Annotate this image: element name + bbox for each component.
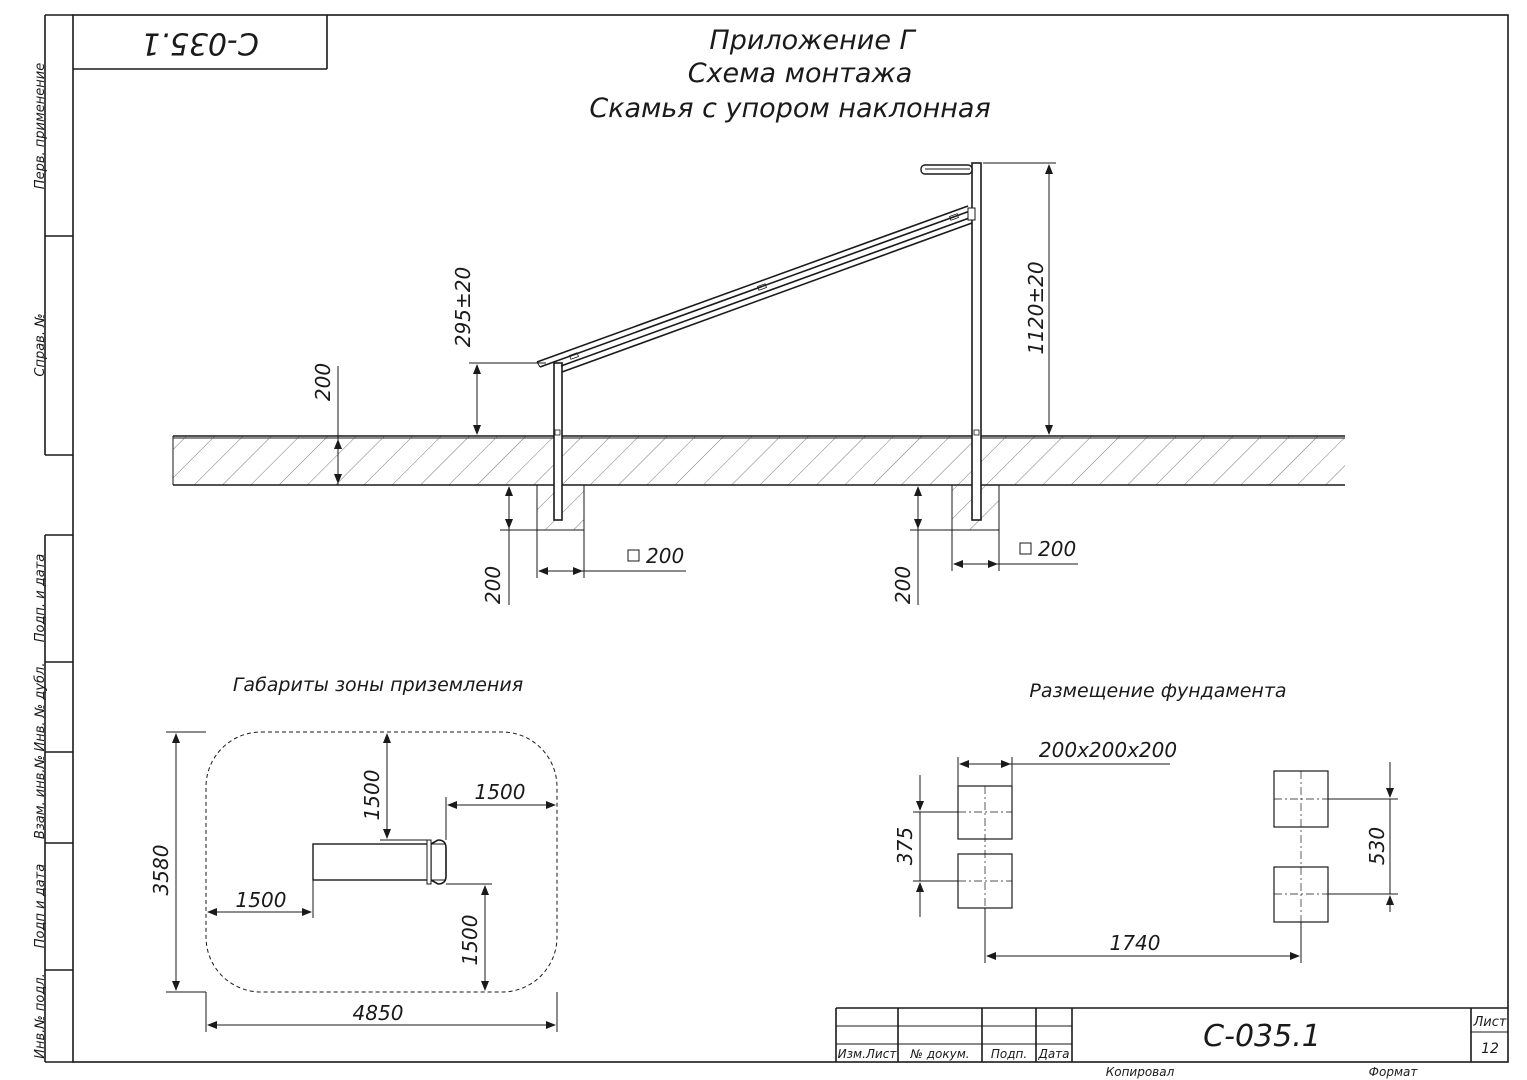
tb-doc-code: С-035.1 [1203, 1019, 1321, 1054]
elevation-view: 295±20 1120±20 200 200 200 200 200 [172, 162, 1345, 605]
dim-foundation-right: 530 [1365, 827, 1389, 865]
side-stamp-sprav: Справ. № [33, 313, 48, 376]
dim-zone-height: 3580 [149, 845, 173, 896]
dim-depth-left: 200 [481, 566, 505, 604]
dim-top-height: 1120±20 [1024, 261, 1048, 354]
side-stamp: Перв. применение Справ. № Подп. и дата И… [33, 63, 48, 1059]
tb-col-izm-list: Изм.Лист [838, 1047, 898, 1061]
dim-zone-bottom: 1500 [458, 915, 482, 966]
inclined-seat [536, 205, 976, 373]
landing-zone-outline [205, 731, 558, 993]
tb-sheet-number: 12 [1481, 1041, 1499, 1057]
dim-zone-right: 1500 [475, 780, 526, 804]
tb-format: Формат [1369, 1065, 1419, 1079]
side-stamp-inv-dubl: Инв. № дубл. [33, 663, 48, 752]
side-stamp-inv-podl: Инв.№ подл. [33, 973, 48, 1059]
title-line-2: Схема монтажа [688, 58, 913, 89]
foundation-title: Размещение фундамента [1029, 680, 1286, 702]
dim-foundation-left: 375 [893, 827, 917, 865]
tb-copied: Копировал [1106, 1065, 1175, 1079]
dim-zone-top: 1500 [360, 770, 384, 821]
front-post [553, 362, 563, 521]
side-stamp-podp-data-2: Подп и дата [33, 864, 48, 948]
dim-zone-width: 4850 [353, 1001, 404, 1025]
doc-code-rotated: С-035.1 [141, 26, 259, 61]
title-line-3: Скамья с упором наклонная [589, 93, 990, 124]
landing-zone-title: Габариты зоны приземления [233, 674, 523, 696]
code-box-top: С-035.1 [73, 15, 328, 70]
side-stamp-perv: Перв. применение [33, 63, 48, 189]
tb-col-podp: Подп. [991, 1047, 1027, 1061]
dim-pit-right: 200 [1038, 537, 1076, 561]
tb-col-doc-no: № докум. [909, 1047, 969, 1061]
dim-foundation-distance: 1740 [1110, 931, 1161, 955]
dim-depth-right: 200 [891, 566, 915, 604]
rear-post [971, 162, 982, 521]
dim-zone-left: 1500 [236, 888, 287, 912]
foundation-layout: Размещение фундамента 200x200x200 375 [893, 680, 1398, 963]
dim-soil: 200 [311, 363, 335, 401]
foundation-block-size: 200x200x200 [1039, 738, 1177, 762]
dim-seat-height: 295±20 [451, 267, 475, 347]
dim-pit-left: 200 [646, 544, 684, 568]
tb-col-data: Дата [1037, 1047, 1069, 1061]
soil-hatch [173, 436, 1345, 485]
drawing-title: Приложение Г Схема монтажа Скамья с упор… [589, 25, 990, 124]
sheet-frame [44, 14, 1509, 1063]
tb-sheet-label: Лист [1473, 1015, 1507, 1030]
landing-zone-plan: Габариты зоны приземления 3580 4850 1500… [149, 674, 558, 1032]
title-block: Изм.Лист № докум. Подп. Дата С-035.1 Лис… [835, 1007, 1508, 1079]
bench-plan [312, 843, 432, 881]
title-line-1: Приложение Г [709, 25, 916, 56]
side-stamp-podp-data-1: Подп. и дата [33, 554, 48, 643]
side-stamp-vzam-inv: Взам. инв.№ [33, 755, 48, 839]
